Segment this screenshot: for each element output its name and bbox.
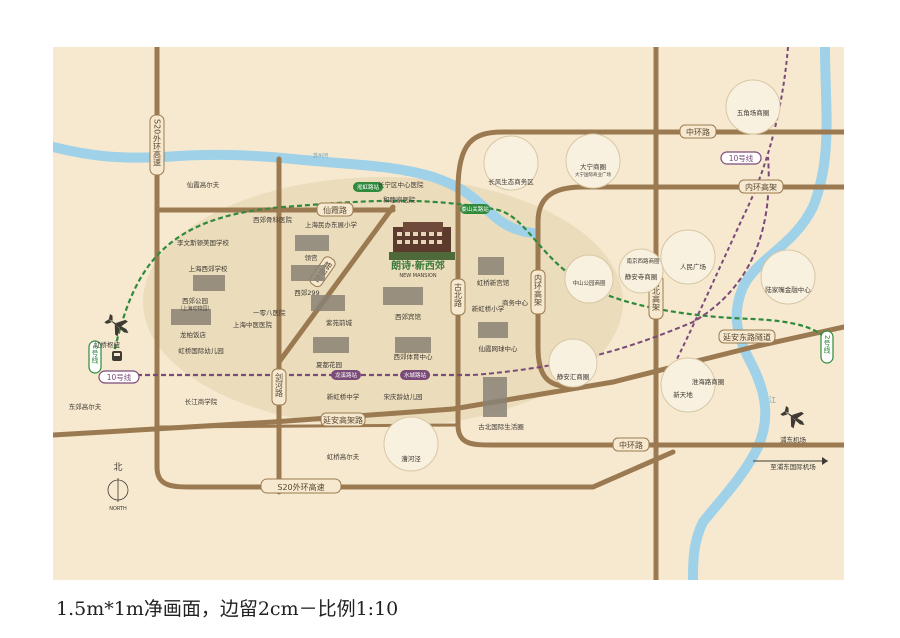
road-middle-ring-north xyxy=(455,129,847,193)
label-jianhe: 剑河路 xyxy=(275,372,284,397)
label-s20-vertical: S20外环高速 xyxy=(153,119,162,167)
label-middle-ring-south: 中环路 xyxy=(619,440,643,450)
poi-heshan-hospital: 和睦家医院 xyxy=(383,195,416,204)
poi-xianxia-gaoerfu: 仙霞高尔夫 xyxy=(187,180,220,189)
poi-xiajing-garden: 夏都花园 xyxy=(316,360,342,369)
poi-nanjing-road: 南京西路商圈 xyxy=(626,257,660,265)
poi-changfeng: 长风生态商务区 xyxy=(488,177,534,186)
poi-labels: 虹桥枢纽 浦东机场 至浦东国际机场 仙霞高尔夫 东郊高尔夫 虹桥高尔夫 长宁区中… xyxy=(69,108,817,471)
label-yanan-elevated: 延安高架路 xyxy=(323,415,363,425)
label-inner-ring-side: 内环高架 xyxy=(534,273,543,307)
compass: 北 NORTH xyxy=(107,462,129,512)
location-map: S20外环高速 S20外环高速 仙霞路 延安高架路 延安东路隧道 中环路 中环路 xyxy=(48,42,847,585)
poi-huaihai: 淮海路商圈 xyxy=(692,377,725,386)
map-canvas: S20外环高速 S20外环高速 仙霞路 延安高架路 延安东路隧道 中环路 中环路 xyxy=(48,42,847,585)
poi-jingan-huilong: 静安汇商圈 xyxy=(557,372,590,381)
poi-pudong-airport-road: 至浦东国际机场 xyxy=(770,462,816,471)
poi-dongjiao-gaoerfu: 东郊高尔夫 xyxy=(69,402,102,411)
poi-hongqiao-kindergarten: 虹桥国际幼儿园 xyxy=(178,346,224,355)
poi-changjiang: 长江商学院 xyxy=(185,397,218,406)
badge-line2-east: 2号线 xyxy=(823,335,831,354)
poi-hongqiao-airport: 虹桥枢纽 xyxy=(94,340,121,349)
road-yanan-elevated xyxy=(50,324,847,438)
badge-line10-west: 10号线 xyxy=(107,372,132,382)
road-middle-ring-south xyxy=(455,422,847,448)
poi-hongqiao-mall: 虹桥新宫馆 xyxy=(477,278,510,287)
poi-xijiao-park-sub: （上海动物园） xyxy=(177,305,212,312)
road-diagonal xyxy=(276,204,396,365)
project-name-en: NEW MANSION xyxy=(399,273,436,279)
label-north-south: 南北高架 xyxy=(652,278,661,312)
poi-shanghai-zhongyi: 上海中医医院 xyxy=(233,320,273,329)
compass-north-en: NORTH xyxy=(109,506,127,512)
project-building xyxy=(389,222,455,260)
rail-line-purple xyxy=(672,46,789,368)
arrow-to-pudong xyxy=(753,457,828,465)
poi-xijiao-sports: 西郊体育中心 xyxy=(394,352,434,361)
poi-changning-zhongxin: 长宁区中心医院 xyxy=(378,180,424,189)
station-line10-1: 龙溪路站 xyxy=(335,371,358,379)
water-suzhou-creek: 苏州河 xyxy=(313,152,328,159)
poi-jingan: 静安寺商圈 xyxy=(625,272,658,281)
label-xianxia: 仙霞路 xyxy=(323,205,347,215)
poi-wujiaochang: 五角场商圈 xyxy=(737,108,770,117)
badge-line10-east: 10号线 xyxy=(729,153,754,163)
poi-zhongshan-park: 中山公园商圈 xyxy=(572,279,606,287)
poi-lixing: 李文斯顿美国学校 xyxy=(177,238,230,247)
district-circles xyxy=(383,79,816,472)
poi-xijiao-kexue-hospital: 西郊骨科医院 xyxy=(253,215,293,224)
poi-xijiao-school: 上海西郊学校 xyxy=(189,264,229,273)
label-middle-ring-north: 中环路 xyxy=(686,127,710,137)
label-s20-bottom: S20外环高速 xyxy=(277,482,324,492)
project-name: 朗诗·新西郊 xyxy=(391,259,445,272)
poi-caohejing: 漕河泾 xyxy=(401,454,421,463)
metro-badges: 10号线 10号线 2号线 2号线 淞虹路站 娄山关路站 龙溪路站 水城路站 xyxy=(88,151,834,384)
poi-daning: 大宁商圈 xyxy=(580,162,606,171)
poi-yuanyuan: 紫苑前城 xyxy=(326,318,353,327)
poi-xinhongqiao-middle: 新虹桥中学 xyxy=(327,392,360,401)
poi-pudong-airport: 浦东机场 xyxy=(780,435,807,444)
poi-gubei-life: 古北国际生活圈 xyxy=(478,422,524,431)
station-line10-2: 水城路站 xyxy=(404,371,427,379)
poi-yizhi-hospital: 一零八医院 xyxy=(253,308,286,317)
metro-line2 xyxy=(111,199,833,358)
road-inner-ring-north xyxy=(535,184,847,225)
poi-qinggong: 领宫 xyxy=(305,253,318,262)
station-line2-1: 淞虹路站 xyxy=(357,183,380,191)
train-icon xyxy=(112,351,122,361)
poi-xintiandi: 新天地 xyxy=(673,390,693,399)
poi-xianxia-center: 仙霞网球中心 xyxy=(479,344,519,353)
label-yanan-tunnel: 延安东路隧道 xyxy=(723,332,771,342)
poi-daning-sub: 大宁国际商业广场 xyxy=(575,171,611,178)
poi-xinhongqiao-primary: 新虹桥小学 xyxy=(472,304,505,313)
label-gubei: 古北路 xyxy=(454,282,463,307)
road-inner-ring-west xyxy=(535,219,576,390)
poi-songqing: 宋庆龄幼儿园 xyxy=(384,392,423,401)
poi-longbo-hotel: 龙柏饭店 xyxy=(180,330,207,339)
poi-peoples-square: 人民广场 xyxy=(680,262,707,271)
poi-hongqiao-gaoerfu: 虹桥高尔夫 xyxy=(327,452,360,461)
poi-lujiazui: 陆家嘴金融中心 xyxy=(765,285,811,294)
building-sketches xyxy=(171,235,508,417)
poi-shangxiao: 商务中心 xyxy=(502,298,529,307)
poi-xijiao-hotel: 西郊宾馆 xyxy=(395,312,422,321)
map-caption: 1.5m*1m净画面，边留2cm－比例1:10 xyxy=(56,598,399,620)
airplane-icon-hongqiao xyxy=(104,314,129,337)
road-s20-bottom xyxy=(154,449,676,490)
label-inner-ring-north: 内环高架 xyxy=(745,182,777,192)
poi-shanghai-minban: 上海民办东展小学 xyxy=(305,220,358,229)
airplane-icon-pudong xyxy=(780,406,805,429)
suzhou-creek xyxy=(48,142,538,238)
water-huangpu: 江 xyxy=(769,396,776,404)
station-line2-2: 娄山关路站 xyxy=(461,205,489,213)
poi-xijiao-299: 西郊299 xyxy=(294,288,319,297)
poi-xijiao-park: 西郊公园 xyxy=(182,296,208,305)
compass-north: 北 xyxy=(113,462,122,473)
badge-line2-west: 2号线 xyxy=(91,345,99,364)
